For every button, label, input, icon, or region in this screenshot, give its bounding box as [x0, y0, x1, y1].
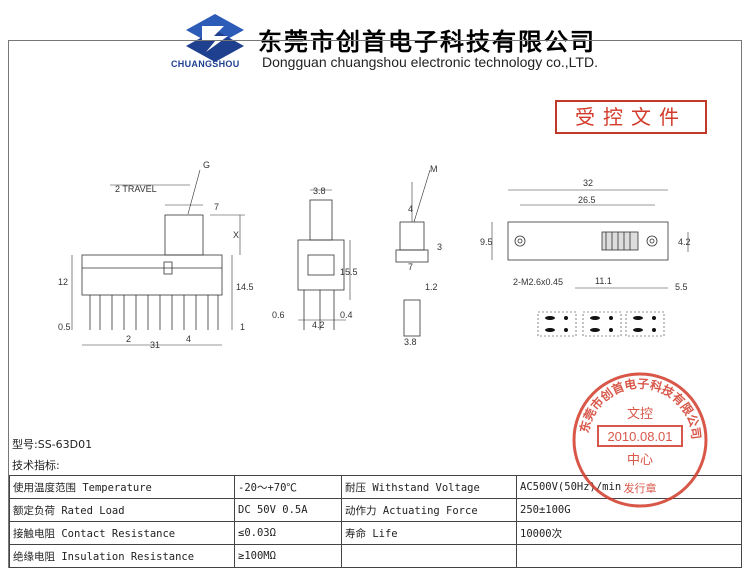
label-4-2-right: 4.2 [678, 237, 691, 247]
table-row: 额定负荷 Rated Load DC 50V 0.5A 动作力 Actuatin… [9, 498, 742, 522]
label-4-slider: 4 [408, 204, 413, 214]
label-m: M [430, 164, 438, 174]
label-4: 4 [186, 334, 191, 344]
spec-title: 技术指标: [12, 459, 60, 472]
label-14-5: 14.5 [236, 282, 254, 292]
side-view [297, 189, 351, 330]
label-3-8-bottom: 3.8 [404, 337, 417, 347]
spec-cell: 绝缘电阻 Insulation Resistance [9, 544, 235, 568]
label-2: 2 [126, 334, 131, 344]
model-number: 型号:SS-63D01 [12, 438, 93, 451]
company-name-en: Dongguan chuangshou electronic technolog… [262, 54, 598, 70]
label-11-1: 11.1 [595, 276, 612, 286]
label-0-6: 0.6 [272, 310, 285, 320]
seal-line-1: 文控 [627, 407, 653, 422]
spec-cell: 使用温度范围 Temperature [9, 475, 235, 499]
spec-cell: 10000次 [516, 521, 742, 545]
slider-view [395, 169, 431, 337]
company-logo-icon [186, 14, 244, 62]
label-7: 7 [214, 202, 219, 212]
seal-bottom-text: 发行章 [624, 481, 657, 495]
logo-text: CHUANGSHOU [171, 59, 240, 69]
controlled-document-label: 受控文件 [575, 105, 687, 129]
bottom-view [491, 189, 689, 289]
spec-cell: 额定负荷 Rated Load [9, 498, 235, 522]
label-5-5: 5.5 [675, 282, 688, 292]
company-seal-icon: 东莞市创首电子科技有限公司 文控 2010.08.01 中心 发行章 [572, 372, 708, 508]
table-row: 接触电阻 Contact Resistance ≤0.03Ω 寿命 Life 1… [9, 521, 742, 545]
spec-cell: -20～+70℃ [234, 475, 342, 499]
header: CHUANGSHOU 东莞市创首电子科技有限公司 Dongguan chuang… [0, 0, 750, 80]
label-31: 31 [150, 340, 160, 350]
document-frame [8, 40, 742, 568]
spec-cell: 动作力 Actuating Force [341, 498, 517, 522]
company-name-cn: 东莞市创首电子科技有限公司 [258, 28, 596, 56]
label-4-2: 4.2 [312, 320, 325, 330]
spec-table: 使用温度范围 Temperature -20～+70℃ 耐压 Withstand… [9, 475, 742, 568]
label-x: X [233, 230, 239, 240]
label-12: 12 [58, 277, 68, 287]
spec-cell: 耐压 Withstand Voltage [341, 475, 517, 499]
label-15-5: 15.5 [340, 267, 358, 277]
table-row: 绝缘电阻 Insulation Resistance ≥100MΩ [9, 544, 742, 568]
spec-cell: 250±100G [516, 498, 742, 522]
label-travel: 2 TRAVEL [115, 184, 157, 194]
table-row: 使用温度范围 Temperature -20～+70℃ 耐压 Withstand… [9, 475, 742, 499]
label-32: 32 [583, 178, 593, 188]
spec-cell: ≥100MΩ [234, 544, 342, 568]
spec-cell: 接触电阻 Contact Resistance [9, 521, 235, 545]
spec-cell: DC 50V 0.5A [234, 498, 342, 522]
spec-cell: ≤0.03Ω [234, 521, 342, 545]
pin-patterns [537, 311, 665, 337]
seal-line-3: 中心 [627, 453, 653, 468]
label-0-4: 0.4 [340, 310, 353, 320]
label-1: 1 [240, 322, 245, 332]
seal-date: 2010.08.01 [607, 429, 672, 444]
controlled-document-stamp: 受控文件 [555, 100, 707, 134]
label-9-5: 9.5 [480, 237, 493, 247]
label-g: G [203, 160, 210, 170]
spec-cell [341, 544, 517, 568]
label-7-slider: 7 [408, 262, 413, 272]
label-m26: 2-M2.6x0.45 [513, 277, 563, 287]
spec-cell: 寿命 Life [341, 521, 517, 545]
label-3-8-top: 3.8 [313, 186, 326, 196]
label-1-2: 1.2 [425, 282, 438, 292]
label-3: 3 [437, 242, 442, 252]
label-0-5: 0.5 [58, 322, 71, 332]
front-view [71, 169, 245, 346]
label-26-5: 26.5 [578, 195, 596, 205]
spec-cell [516, 544, 742, 568]
